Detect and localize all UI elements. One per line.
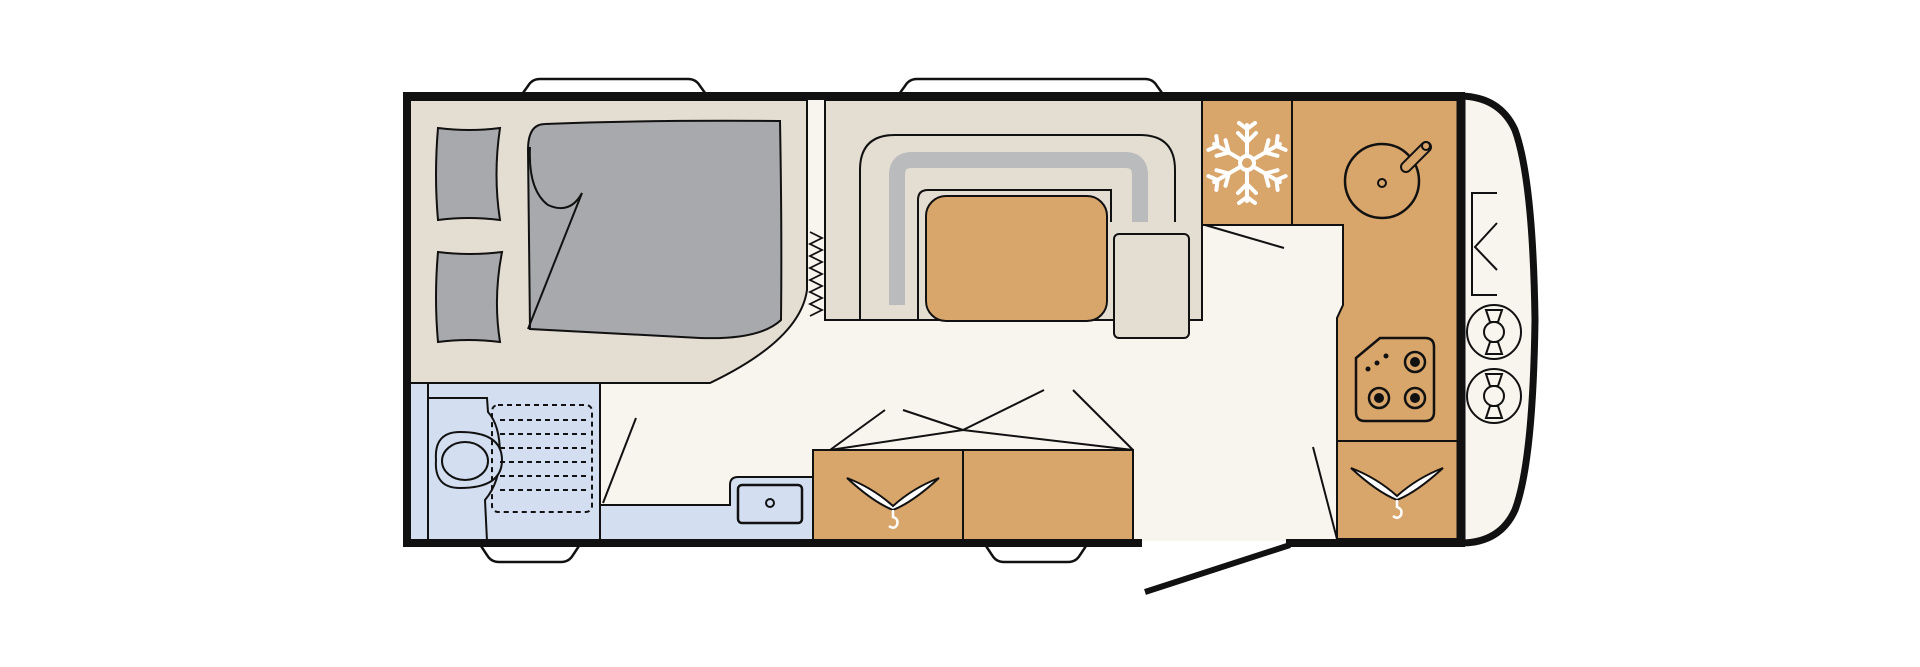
pillow-lower xyxy=(435,250,504,344)
duvet-fold xyxy=(527,146,583,330)
bathroom-door-swing xyxy=(602,417,637,504)
drawbar-icon xyxy=(1471,192,1498,296)
wardrobe-left xyxy=(812,449,964,542)
wardrobe-front xyxy=(1336,440,1459,540)
dinette-table xyxy=(925,195,1108,322)
snowflake-icon xyxy=(1205,121,1289,205)
pillow-upper xyxy=(435,126,502,222)
u-seat-stripe xyxy=(889,152,1148,305)
u-seat-inner xyxy=(917,189,1112,320)
washbasin-drain xyxy=(765,498,775,508)
gas-bottle-icon xyxy=(1466,304,1522,360)
toilet-icon xyxy=(434,430,504,490)
fridge xyxy=(1201,99,1293,226)
fridge-door-swing xyxy=(1204,224,1285,249)
wardrobe-right xyxy=(962,449,1134,542)
sink-icon xyxy=(1343,141,1432,220)
stove-icon xyxy=(1354,336,1436,423)
wardrobe-door-swing xyxy=(1312,446,1338,540)
curtain-spring-icon xyxy=(807,231,825,317)
washbasin-icon xyxy=(736,483,804,525)
hanger-icon xyxy=(1350,467,1444,519)
outer-walls xyxy=(403,92,1465,547)
dinette-stool xyxy=(1113,233,1190,339)
shower-tray-icon xyxy=(491,404,593,513)
bed-mattress xyxy=(526,119,783,340)
entrance-door[interactable] xyxy=(1144,542,1291,595)
wardrobe-door-swings xyxy=(829,389,1134,451)
window-bottom-right xyxy=(981,541,1091,564)
gas-bottle-icon xyxy=(1466,368,1522,424)
hanger-icon xyxy=(846,477,940,529)
u-seat-outer xyxy=(859,134,1176,320)
window-bottom-left xyxy=(476,541,584,564)
